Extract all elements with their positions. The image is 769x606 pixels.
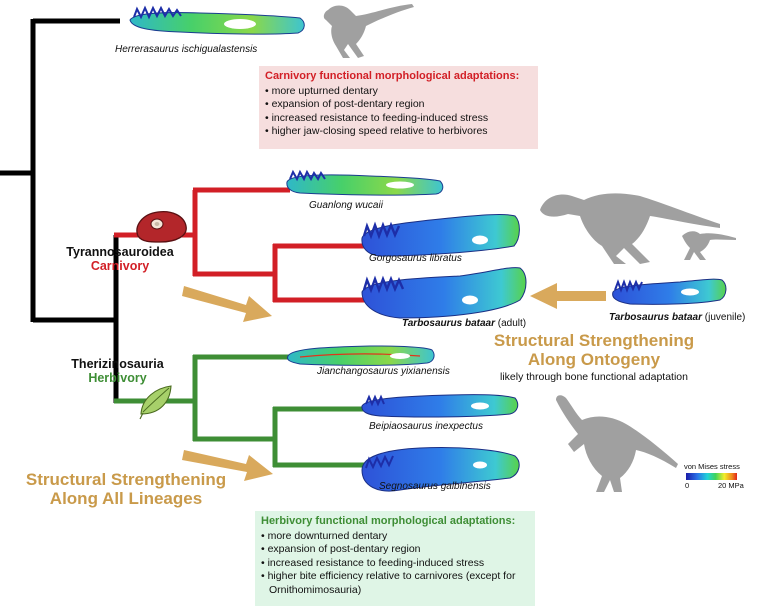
- list-item: expansion of post-dentary region: [265, 98, 532, 112]
- ontogeny-title-line1: Structural Strengthening: [493, 331, 695, 350]
- tyrannosaur-silhouette: [540, 193, 736, 264]
- jaw-gorgosaurus: [361, 214, 520, 257]
- list-item: higher jaw-closing speed relative to her…: [265, 125, 532, 139]
- jaw-guanlong: [286, 169, 444, 196]
- legend-min: 0: [685, 481, 690, 490]
- jaw-jianchangosaurus: [287, 345, 435, 366]
- clade-diet-herbivory: Herbivory: [88, 371, 147, 385]
- arrow-carnivory-lineage: [182, 286, 272, 322]
- species-label-segnosaurus: Segnosaurus galbinensis: [379, 481, 491, 492]
- jaw-segnosaurus: [361, 446, 520, 492]
- herbivory-box-title: Herbivory functional morphological adapt…: [261, 515, 516, 527]
- species-label-jianchangosaurus: Jianchangosaurus yixianensis: [317, 366, 450, 377]
- herrerasaurus-silhouette: [323, 4, 414, 58]
- species-label-tarbosaurus-adult: Tarbosaurus bataar (adult): [402, 318, 527, 329]
- jaw-tarbosaurus-juvenile: [612, 278, 727, 305]
- arrow-ontogeny: [530, 283, 606, 309]
- lineages-title-line2: Along All Lineages: [49, 489, 203, 508]
- list-item: expansion of post-dentary region: [261, 543, 529, 557]
- ontogeny-annotation: Structural Strengthening Along Ontogeny …: [488, 331, 700, 383]
- legend-max: 20 MPa: [718, 481, 744, 490]
- jaw-tarbosaurus-adult: [361, 267, 527, 319]
- clade-name-tyrannosauroidea: Tyrannosauroidea: [66, 245, 174, 259]
- species-label-tarbosaurus-juvenile: Tarbosaurus bataar (juvenile): [609, 312, 746, 323]
- legend-title: von Mises stress: [684, 462, 740, 471]
- list-item: higher bite efficiency relative to carni…: [261, 570, 529, 597]
- stress-colorbar: [686, 473, 737, 480]
- leaf-icon: [139, 385, 172, 420]
- species-label-gorgosaurus: Gorgosaurus libratus: [369, 253, 462, 264]
- arrow-herbivory-lineage: [182, 450, 273, 481]
- carnivory-box-title: Carnivory functional morphological adapt…: [265, 70, 520, 82]
- therizinosaur-silhouette: [556, 395, 678, 492]
- herbivory-adaptations-box: Herbivory functional morphological adapt…: [255, 511, 535, 606]
- list-item: more upturned dentary: [265, 85, 532, 99]
- lineages-title-line1: Structural Strengthening: [25, 470, 227, 489]
- base-branches: [0, 18, 120, 403]
- meat-icon: [136, 210, 187, 243]
- clade-diet-carnivory: Carnivory: [90, 259, 150, 273]
- clade-tyrannosauroidea: Tyrannosauroidea Carnivory: [55, 245, 185, 273]
- list-item: more downturned dentary: [261, 530, 529, 544]
- carnivory-adaptations-box: Carnivory functional morphological adapt…: [259, 66, 538, 149]
- species-label-guanlong: Guanlong wucaii: [309, 200, 383, 211]
- clade-therizinosauria: Therizinosauria Herbivory: [55, 357, 180, 385]
- list-item: increased resistance to feeding-induced …: [265, 112, 532, 126]
- ontogeny-subtitle: likely through bone functional adaptatio…: [500, 371, 688, 383]
- carnivory-adaptation-list: more upturned dentary expansion of post-…: [265, 85, 532, 139]
- clade-name-therizinosauria: Therizinosauria: [71, 357, 164, 371]
- species-label-herrerasaurus: Herrerasaurus ischigualastensis: [115, 44, 258, 55]
- species-label-beipiaosaurus: Beipiaosaurus inexpectus: [369, 421, 483, 432]
- jaw-herrerasaurus: [129, 5, 305, 35]
- jaw-beipiaosaurus: [361, 394, 519, 418]
- herbivory-adaptation-list: more downturned dentary expansion of pos…: [261, 530, 529, 598]
- lineages-annotation: Structural Strengthening Along All Linea…: [10, 470, 242, 508]
- list-item: increased resistance to feeding-induced …: [261, 557, 529, 571]
- ontogeny-title-line2: Along Ontogeny: [527, 350, 661, 369]
